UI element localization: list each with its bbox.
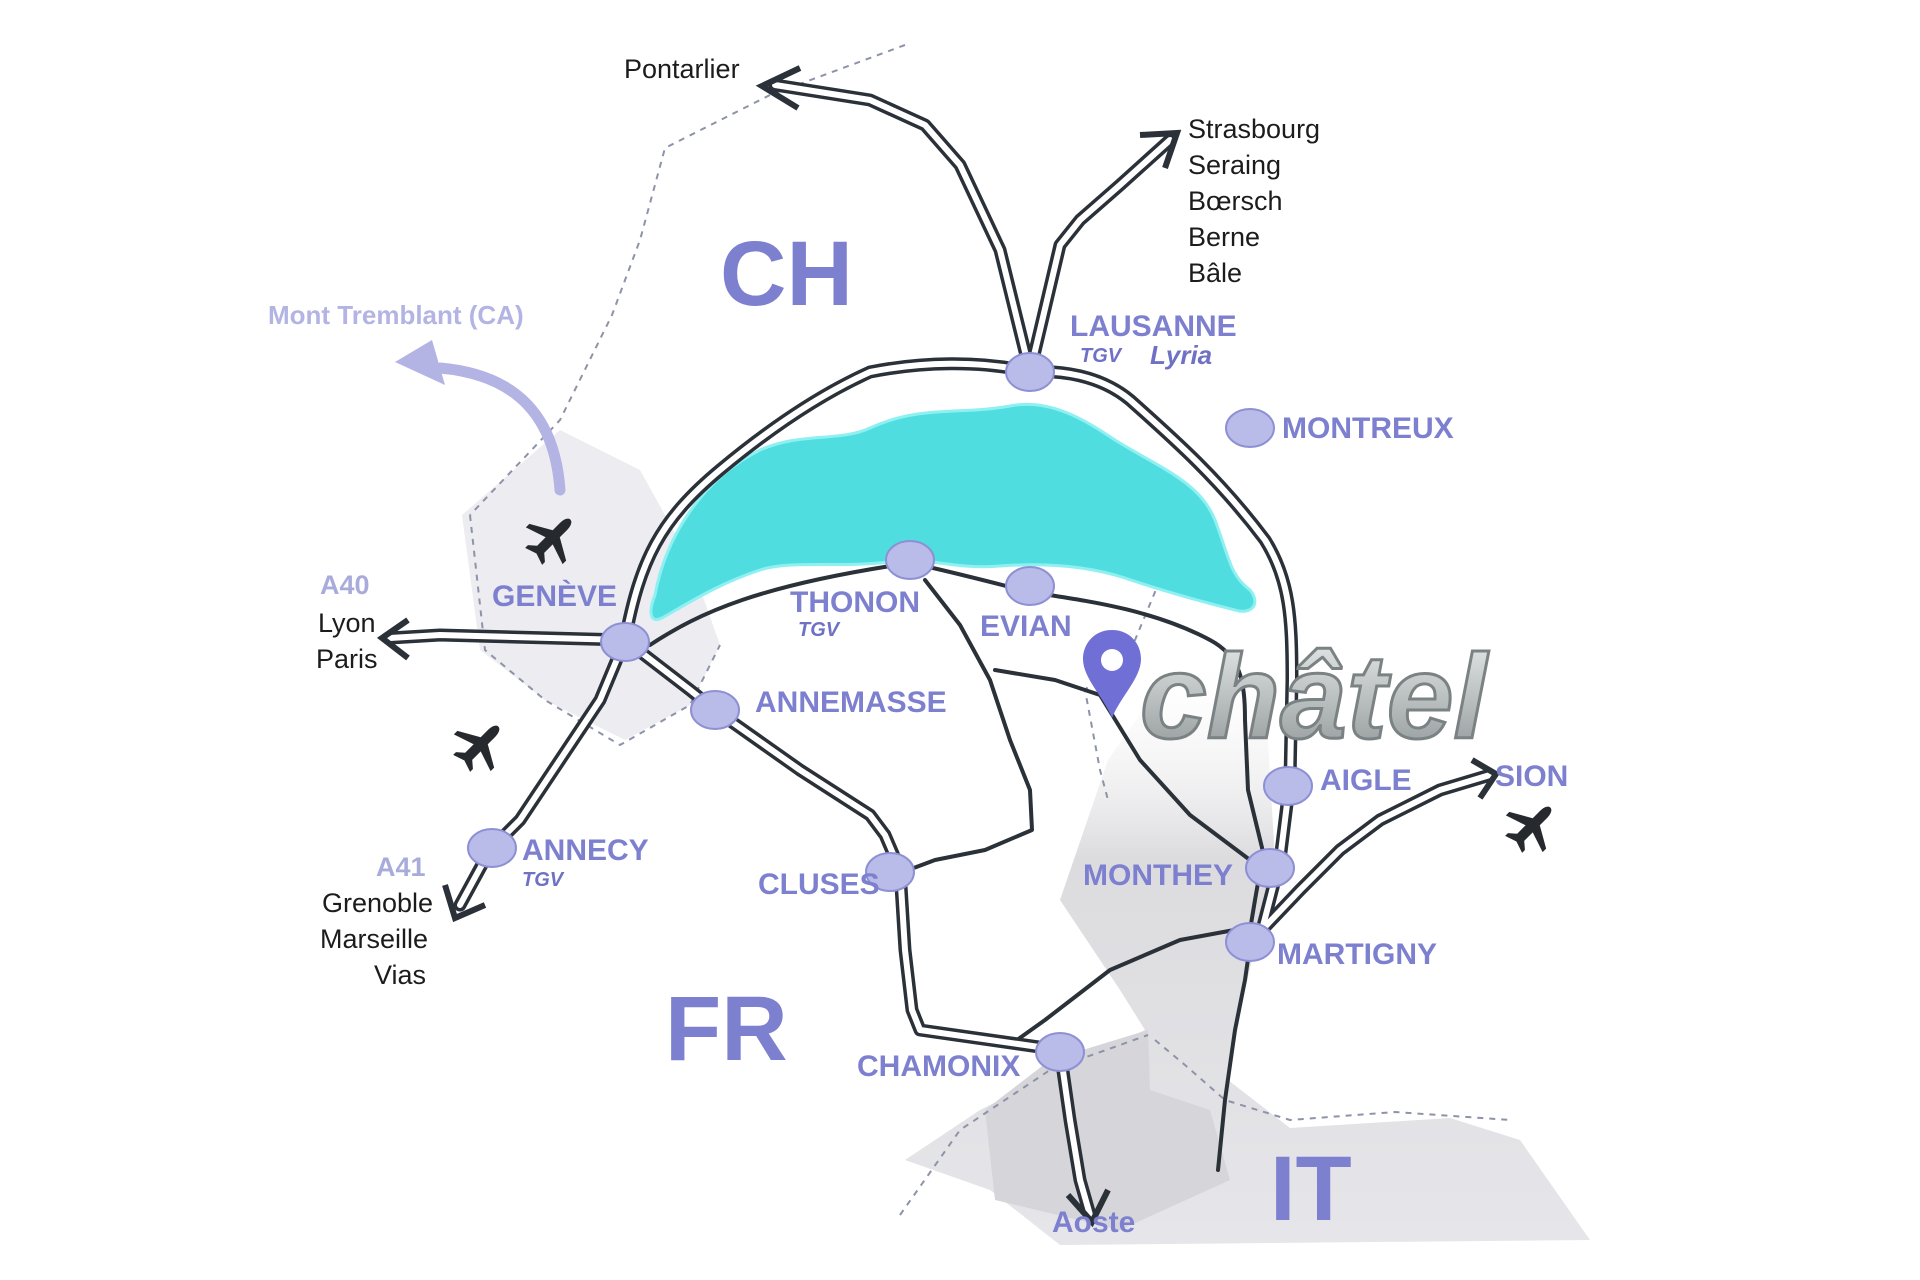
station-annecy[interactable] <box>467 828 517 868</box>
chatel-logo: châtel <box>1140 630 1489 764</box>
city-martigny: MARTIGNY <box>1277 938 1437 971</box>
road-geneve-thonon <box>648 561 912 647</box>
border-fr-it <box>899 1034 1149 1216</box>
road-martigny-chamonix <box>1008 926 1247 1047</box>
dest-lyon: Lyon <box>318 608 376 638</box>
country-fr: FR <box>665 978 788 1080</box>
city-sion: SION <box>1495 760 1568 793</box>
city-aigle: AIGLE <box>1320 764 1412 797</box>
dest-seraing: Seraing <box>1188 150 1281 180</box>
arrow-icon <box>376 65 1501 1228</box>
station-martigny[interactable] <box>1225 922 1275 962</box>
mont-blanc-area <box>985 1030 1230 1230</box>
station-annemasse[interactable] <box>690 690 740 730</box>
station-evian[interactable] <box>1005 566 1055 606</box>
dest-paris: Paris <box>316 644 378 674</box>
city-chamonix: CHAMONIX <box>857 1050 1020 1083</box>
station-lausanne[interactable] <box>1005 352 1055 392</box>
dest-bale: Bâle <box>1188 258 1242 288</box>
flight-arc <box>434 362 566 496</box>
station-cluses[interactable] <box>865 852 915 892</box>
city-cluses: CLUSES <box>758 868 880 901</box>
city-monthey: MONTHEY <box>1083 859 1233 892</box>
dest-boersch: Bœrsch <box>1188 186 1283 216</box>
road-thonon-evian <box>908 561 1267 862</box>
road-martigny-south <box>1216 943 1252 1172</box>
station-chamonix[interactable] <box>1035 1032 1085 1072</box>
station-geneve[interactable] <box>600 622 650 662</box>
dest-marseille: Marseille <box>320 924 428 954</box>
arrow-icon <box>395 340 445 385</box>
road-a41: A41 <box>376 852 426 882</box>
tgv-annecy: TGV <box>522 869 565 891</box>
dest-berne: Berne <box>1188 222 1260 252</box>
station-thonon[interactable] <box>885 540 935 580</box>
city-evian: EVIAN <box>980 610 1072 643</box>
dest-vias: Vias <box>374 960 426 990</box>
main-rail-routes <box>383 78 1497 1222</box>
airplane-icon <box>1495 789 1569 863</box>
dest-pontarlier: Pontarlier <box>624 54 740 84</box>
station-monthey[interactable] <box>1245 848 1295 888</box>
dest-strasbourg: Strasbourg <box>1188 114 1320 144</box>
city-montreux: MONTREUX <box>1282 412 1454 445</box>
city-geneve: GENÈVE <box>492 579 617 613</box>
border-ch-fr-north <box>469 44 906 516</box>
road-a40: A40 <box>320 570 370 600</box>
road-thonon-inland <box>893 578 1034 877</box>
city-annemasse: ANNEMASSE <box>755 686 947 719</box>
city-annecy: ANNECY <box>522 834 649 867</box>
airplane-icon <box>443 708 517 782</box>
location-pin-icon <box>1083 630 1141 718</box>
lake-geneva <box>649 402 1257 621</box>
city-thonon: THONON <box>790 586 920 619</box>
city-aoste: Aoste <box>1052 1206 1135 1239</box>
station-aigle[interactable] <box>1263 766 1313 806</box>
city-lausanne: LAUSANNE <box>1070 310 1237 343</box>
lyria-label: Lyria <box>1150 340 1212 370</box>
road-evian-monthey <box>993 668 1252 862</box>
dest-grenoble: Grenoble <box>322 888 433 918</box>
station-montreux[interactable] <box>1225 408 1275 448</box>
tgv-thonon: TGV <box>798 619 841 641</box>
flight-mont-tremblant: Mont Tremblant (CA) <box>268 300 524 330</box>
country-it: IT <box>1270 1138 1352 1240</box>
tgv-lausanne: TGV <box>1080 345 1123 367</box>
country-ch: CH <box>720 223 853 325</box>
